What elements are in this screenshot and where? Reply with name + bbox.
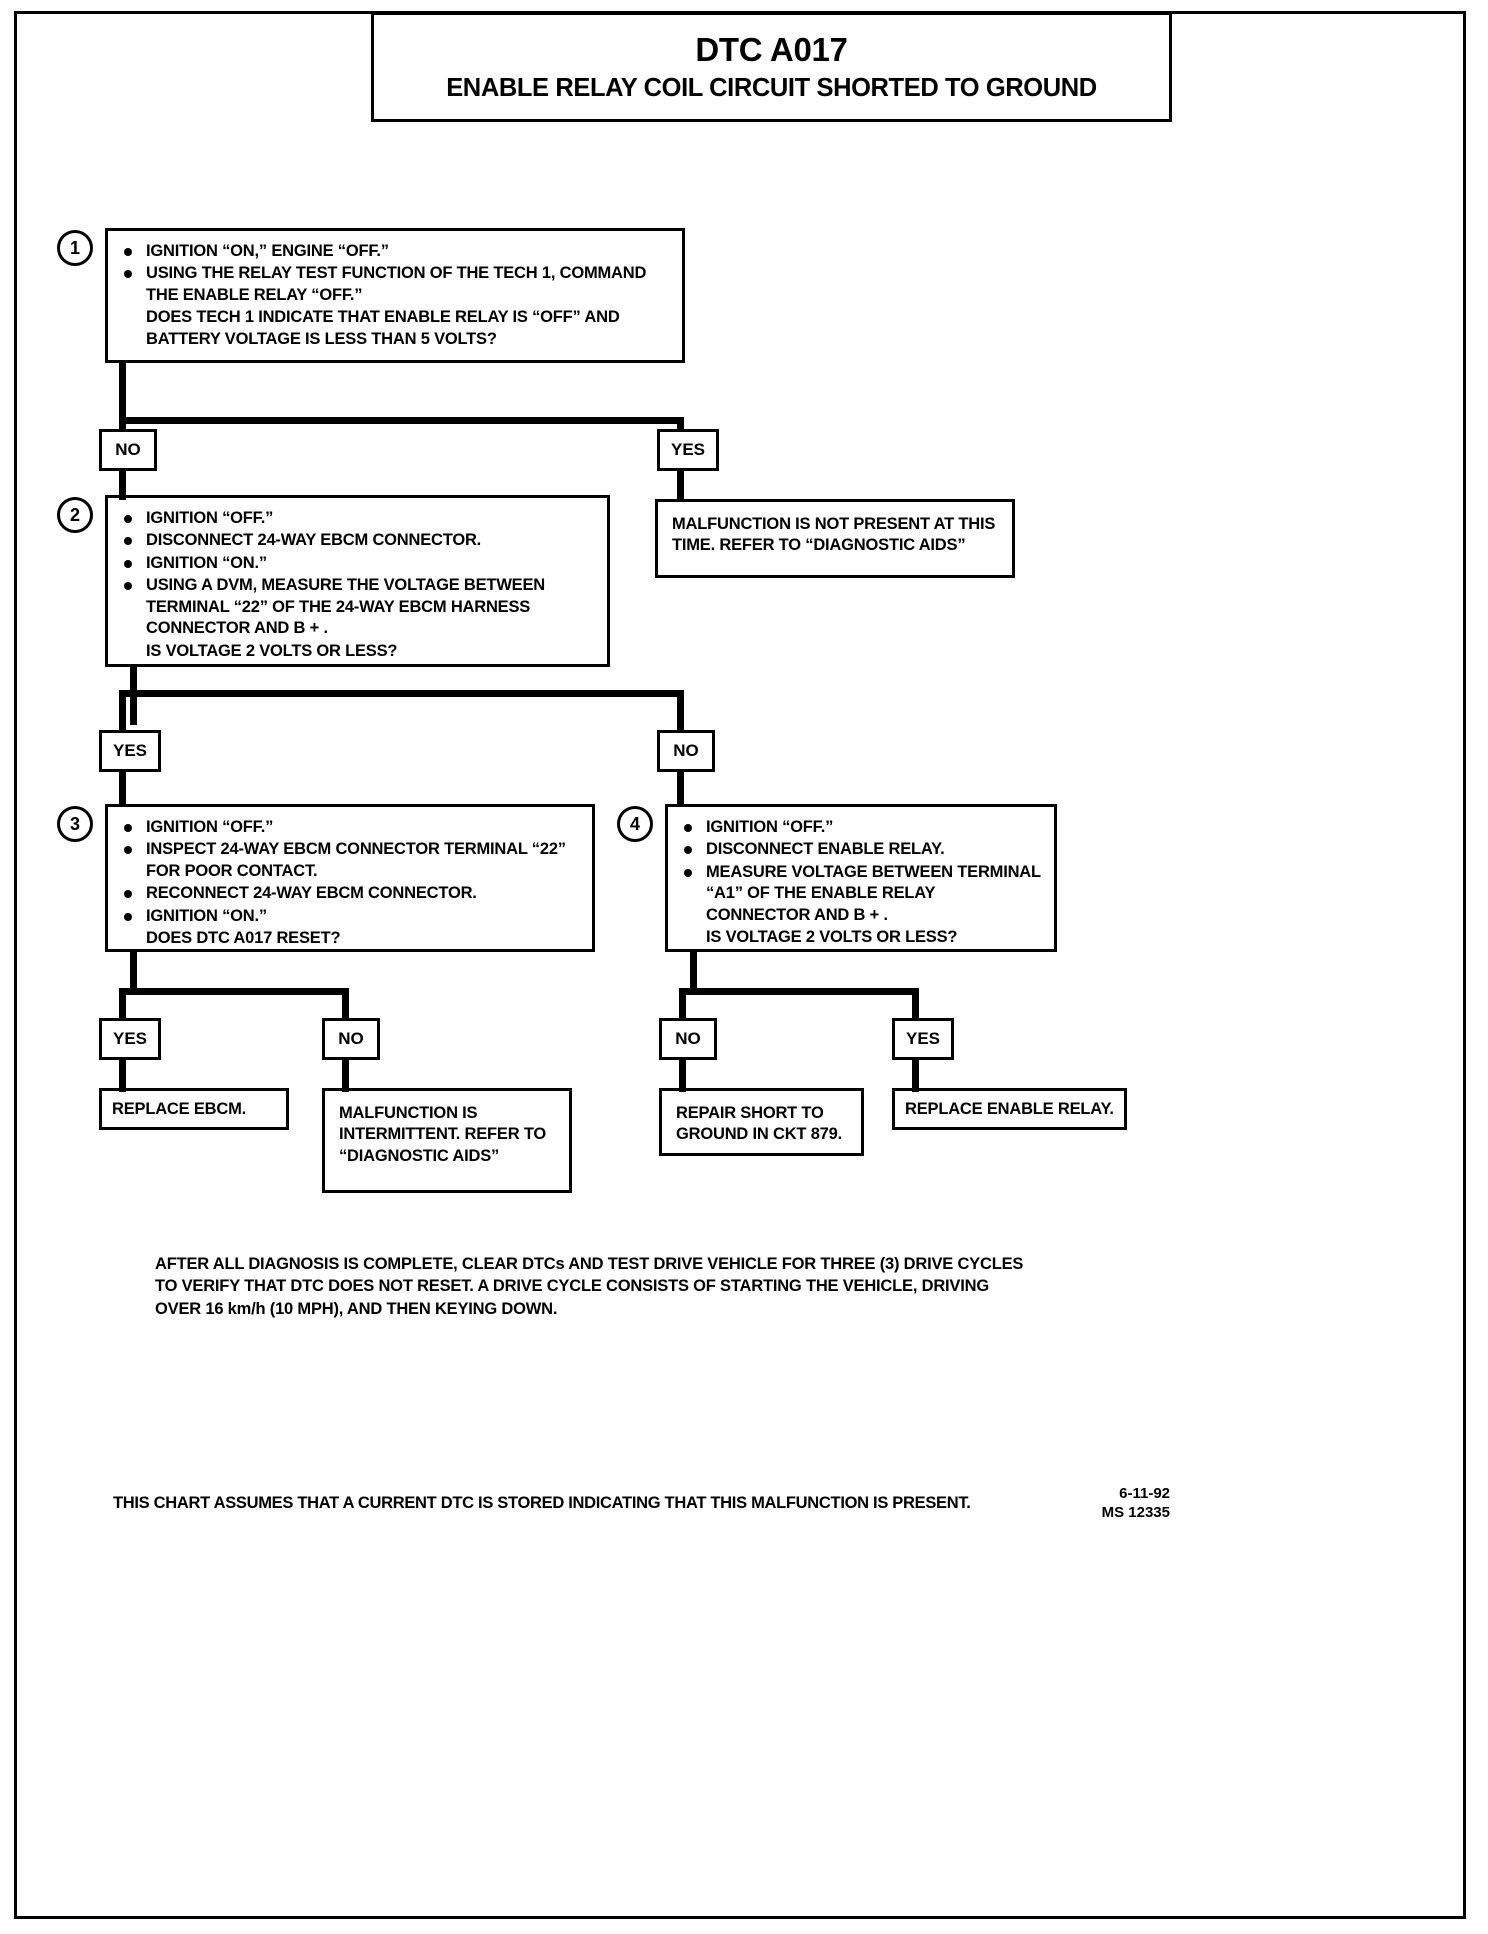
connector-step3-split [119,988,349,995]
connector-step4-no-drop [679,988,686,1018]
step-box-2: IGNITION “OFF.” DISCONNECT 24-WAY EBCM C… [105,495,610,667]
step-number-2: 2 [57,497,93,533]
connector-yes-to-aids [677,471,684,500]
connector-step3-yes-drop [119,988,126,1018]
step2-line-1: IGNITION “OFF.” [120,508,595,529]
outcome-box-repair-short: REPAIR SHORT TO GROUND IN CKT 879. [659,1088,864,1156]
branch-label-step4-no: NO [659,1018,717,1060]
connector-step2-no-drop [677,690,684,730]
chart-assumption-note: THIS CHART ASSUMES THAT A CURRENT DTC IS… [113,1494,971,1512]
connector-step3-stem [130,950,137,995]
outcome-text-diagnostic-aids-top: MALFUNCTION IS NOT PRESENT AT THIS TIME.… [672,515,996,555]
branch-label-step1-no: NO [99,429,157,471]
dtc-description: ENABLE RELAY COIL CIRCUIT SHORTED TO GRO… [446,74,1097,103]
outcome-text-replace-ebcm: REPLACE EBCM. [112,1100,246,1118]
connector-yes-to-step3 [119,772,126,806]
connector-no-to-repair-short [679,1060,686,1092]
connector-no-to-step4 [677,772,684,806]
outcome-text-repair-short: REPAIR SHORT TO GROUND IN CKT 879. [676,1104,843,1144]
stamp-date: 6-11-92 [1119,1485,1170,1502]
step4-line-1: IGNITION “OFF.” [680,817,1042,838]
connector-step2-split [119,690,684,697]
step3-line-5: DOES DTC A017 RESET? [146,929,341,948]
connector-step2-yes-drop [119,690,126,730]
connector-yes-to-replace-ebcm [119,1060,126,1092]
document-stamp: 6-11-92 MS 12335 [1020,1485,1170,1523]
step2-line-5: IS VOLTAGE 2 VOLTS OR LESS? [146,641,398,660]
step4-line-3: MEASURE VOLTAGE BETWEEN TERMINAL “A1” OF… [680,862,1042,926]
dtc-code: DTC A017 [695,30,848,68]
outcome-box-replace-relay: REPLACE ENABLE RELAY. [892,1088,1127,1130]
branch-label-step1-yes: YES [657,429,719,471]
footer-note-line-3: OVER 16 km/h (10 MPH), AND THEN KEYING D… [155,1299,558,1318]
footer-note: AFTER ALL DIAGNOSIS IS COMPLETE, CLEAR D… [155,1253,1275,1320]
step1-line-2: USING THE RELAY TEST FUNCTION OF THE TEC… [120,263,670,306]
step2-line-4: USING A DVM, MEASURE THE VOLTAGE BETWEEN… [120,575,595,639]
step-number-4: 4 [617,806,653,842]
connector-step1-no-drop [119,417,126,437]
branch-label-step4-yes: YES [892,1018,954,1060]
connector-step4-yes-drop [912,988,919,1018]
connector-step4-stem [690,950,697,995]
connector-step1-stem [119,361,126,424]
outcome-box-diagnostic-aids-top: MALFUNCTION IS NOT PRESENT AT THIS TIME.… [655,499,1015,578]
connector-no-to-step2 [119,471,126,500]
outcome-box-replace-ebcm: REPLACE EBCM. [99,1088,289,1130]
step-number-1: 1 [57,230,93,266]
branch-label-step3-yes: YES [99,1018,161,1060]
footer-note-line-2: TO VERIFY THAT DTC DOES NOT RESET. A DRI… [155,1277,989,1296]
step-box-3: IGNITION “OFF.” INSPECT 24-WAY EBCM CONN… [105,804,595,952]
connector-step1-split [119,417,684,424]
step1-line-1: IGNITION “ON,” ENGINE “OFF.” [120,241,670,262]
step2-line-3: IGNITION “ON.” [120,553,595,574]
connector-no-to-intermittent [342,1060,349,1092]
outcome-text-intermittent: MALFUNCTION IS INTERMITTENT. REFER TO “D… [339,1104,547,1165]
outcome-text-replace-relay: REPLACE ENABLE RELAY. [905,1100,1114,1118]
step-box-4: IGNITION “OFF.” DISCONNECT ENABLE RELAY.… [665,804,1057,952]
step3-line-1: IGNITION “OFF.” [120,817,580,838]
step4-line-2: DISCONNECT ENABLE RELAY. [680,839,1042,860]
step1-line-3: DOES TECH 1 INDICATE THAT ENABLE RELAY I… [146,308,620,348]
title-block: DTC A017 ENABLE RELAY COIL CIRCUIT SHORT… [371,12,1172,122]
connector-step4-split [679,988,919,995]
step3-line-2: INSPECT 24-WAY EBCM CONNECTOR TERMINAL “… [120,839,580,882]
step4-line-4: IS VOLTAGE 2 VOLTS OR LESS? [706,928,958,947]
outcome-box-intermittent: MALFUNCTION IS INTERMITTENT. REFER TO “D… [322,1088,572,1193]
step3-line-3: RECONNECT 24-WAY EBCM CONNECTOR. [120,883,580,904]
step2-line-2: DISCONNECT 24-WAY EBCM CONNECTOR. [120,530,595,551]
branch-label-step2-yes: YES [99,730,161,772]
step-number-3: 3 [57,806,93,842]
branch-label-step3-no: NO [322,1018,380,1060]
connector-yes-to-replace-relay [912,1060,919,1092]
connector-step3-no-drop [342,988,349,1018]
footer-note-line-1: AFTER ALL DIAGNOSIS IS COMPLETE, CLEAR D… [155,1255,1024,1273]
stamp-doc-id: MS 12335 [1101,1503,1170,1521]
step3-line-4: IGNITION “ON.” [120,906,580,927]
branch-label-step2-no: NO [657,730,715,772]
step-box-1: IGNITION “ON,” ENGINE “OFF.” USING THE R… [105,228,685,363]
